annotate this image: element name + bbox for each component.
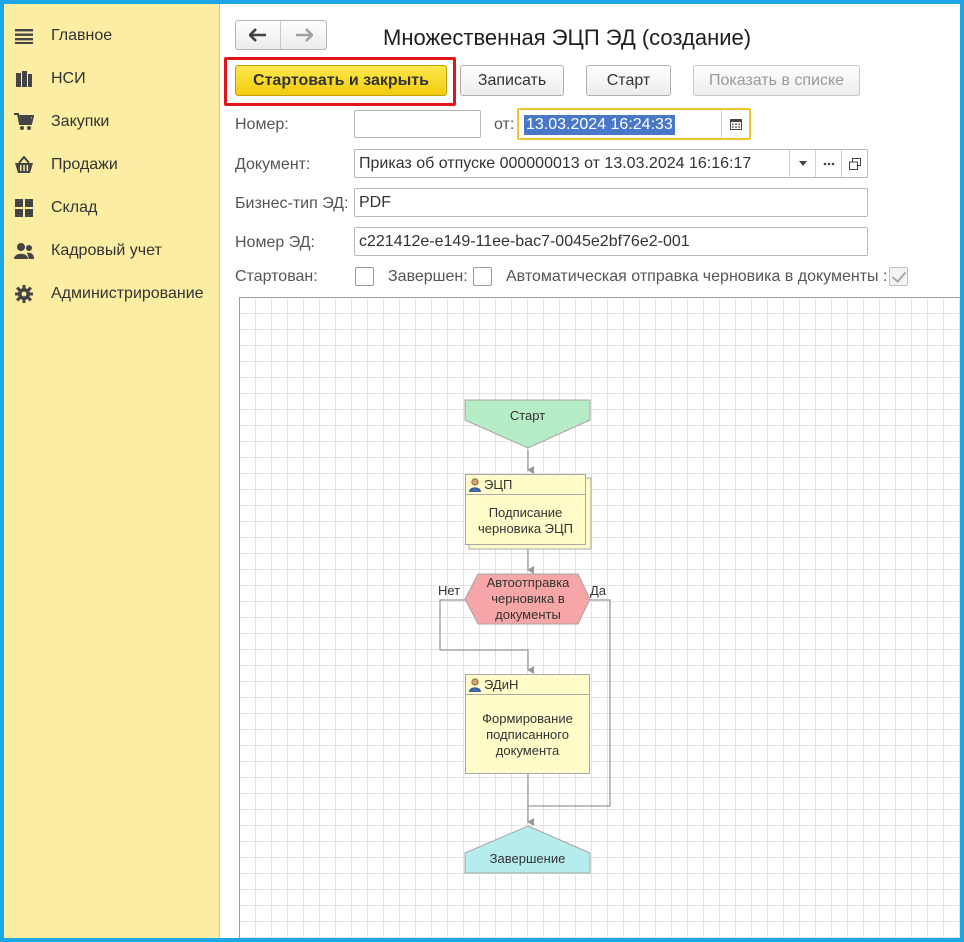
process-diagram[interactable]: Старт ЭЦП Подписание черновика ЭЦП Автоо… bbox=[239, 297, 960, 938]
end-node-label: Завершение bbox=[489, 851, 566, 866]
condition-node[interactable] bbox=[464, 573, 591, 625]
save-button[interactable]: Записать bbox=[460, 65, 564, 96]
business-type-label: Бизнес-тип ЭД: bbox=[235, 195, 349, 212]
forward-button[interactable] bbox=[281, 21, 326, 49]
menu-lines-icon bbox=[14, 26, 34, 46]
task-role: ЭДиН bbox=[484, 677, 519, 692]
people-icon bbox=[14, 241, 34, 261]
ed-number-input[interactable] bbox=[354, 227, 868, 256]
books-icon bbox=[14, 69, 34, 89]
chevron-down-icon bbox=[798, 161, 807, 166]
task-text: Формирование подписанного документа bbox=[482, 711, 573, 758]
arrow-right-icon bbox=[295, 28, 313, 42]
document-value: Приказ об отпуске 000000013 от 13.03.202… bbox=[359, 155, 752, 172]
finished-checkbox[interactable] bbox=[473, 267, 492, 286]
select-more-button[interactable] bbox=[815, 150, 841, 177]
diagram-connectors bbox=[439, 399, 611, 874]
start-node[interactable] bbox=[464, 399, 591, 449]
grid-icon bbox=[14, 198, 34, 218]
auto-send-label: Автоматическая отправка черновика в доку… bbox=[506, 268, 888, 285]
sidebar-item-label: Закупки bbox=[51, 113, 110, 130]
ellipsis-icon bbox=[823, 162, 834, 165]
history-nav bbox=[235, 20, 327, 50]
sidebar-item-label: Администрирование bbox=[51, 285, 204, 302]
date-field[interactable]: 13.03.2024 16:24:33 bbox=[517, 108, 751, 140]
task-header: ЭЦП bbox=[466, 475, 585, 495]
sidebar-item-label: Кадровый учет bbox=[51, 242, 162, 259]
person-icon bbox=[469, 678, 481, 692]
sidebar-item-warehouse[interactable]: Склад bbox=[4, 188, 220, 228]
cart-icon bbox=[14, 112, 34, 132]
dropdown-button[interactable] bbox=[789, 150, 815, 177]
end-node[interactable] bbox=[464, 825, 591, 874]
open-window-icon bbox=[848, 157, 861, 170]
sidebar: Главное НСИ Закупки Продажи Склад bbox=[4, 4, 220, 938]
start-node-label: Старт bbox=[509, 408, 546, 423]
start-button[interactable]: Старт bbox=[586, 65, 671, 96]
gear-icon bbox=[14, 284, 34, 304]
task-text: Подписание черновика ЭЦП bbox=[478, 504, 573, 536]
condition-yes-label: Да bbox=[590, 583, 607, 598]
sidebar-item-main[interactable]: Главное bbox=[4, 16, 220, 56]
number-label: Номер: bbox=[235, 116, 289, 133]
sidebar-item-purchases[interactable]: Закупки bbox=[4, 102, 220, 142]
sidebar-item-hr[interactable]: Кадровый учет bbox=[4, 231, 220, 271]
sidebar-item-admin[interactable]: Администрирование bbox=[4, 274, 220, 314]
date-value: 13.03.2024 16:24:33 bbox=[524, 115, 675, 135]
basket-icon bbox=[14, 155, 34, 175]
sidebar-item-label: НСИ bbox=[51, 70, 86, 87]
started-label: Стартован: bbox=[235, 268, 318, 285]
document-field[interactable]: Приказ об отпуске 000000013 от 13.03.202… bbox=[354, 149, 868, 178]
sidebar-item-label: Главное bbox=[51, 27, 113, 44]
task-role: ЭЦП bbox=[484, 477, 513, 492]
start-and-close-button[interactable]: Стартовать и закрыть bbox=[235, 65, 447, 96]
sidebar-item-label: Продажи bbox=[51, 156, 118, 173]
calendar-icon bbox=[729, 119, 742, 130]
calendar-button[interactable] bbox=[721, 110, 749, 138]
main-panel: Множественная ЭЦП ЭД (создание) Стартова… bbox=[220, 4, 960, 938]
task-node-forming[interactable]: ЭДиН Формирование подписанного документа bbox=[465, 674, 590, 774]
show-in-list-button[interactable]: Показать в списке bbox=[693, 65, 860, 96]
finished-label: Завершен: bbox=[388, 268, 468, 285]
task-header: ЭДиН bbox=[466, 675, 589, 695]
ed-number-label: Номер ЭД: bbox=[235, 234, 315, 251]
open-document-button[interactable] bbox=[841, 150, 867, 177]
sidebar-item-sales[interactable]: Продажи bbox=[4, 145, 220, 185]
date-label: от: bbox=[494, 116, 515, 133]
arrow-left-icon bbox=[249, 28, 266, 42]
page-title: Множественная ЭЦП ЭД (создание) bbox=[383, 25, 752, 50]
document-label: Документ: bbox=[235, 156, 311, 173]
started-checkbox[interactable] bbox=[355, 267, 374, 286]
number-input[interactable] bbox=[354, 110, 481, 138]
condition-no-label: Нет bbox=[438, 583, 461, 598]
auto-send-checkbox[interactable] bbox=[889, 267, 908, 286]
business-type-input[interactable] bbox=[354, 188, 868, 217]
sidebar-item-nsi[interactable]: НСИ bbox=[4, 59, 220, 99]
condition-node-label: Автоотправка черновика в документы bbox=[486, 575, 570, 622]
task-node-signing[interactable]: ЭЦП Подписание черновика ЭЦП bbox=[465, 474, 586, 545]
person-icon bbox=[469, 478, 481, 492]
back-button[interactable] bbox=[236, 21, 282, 49]
sidebar-item-label: Склад bbox=[51, 199, 98, 216]
